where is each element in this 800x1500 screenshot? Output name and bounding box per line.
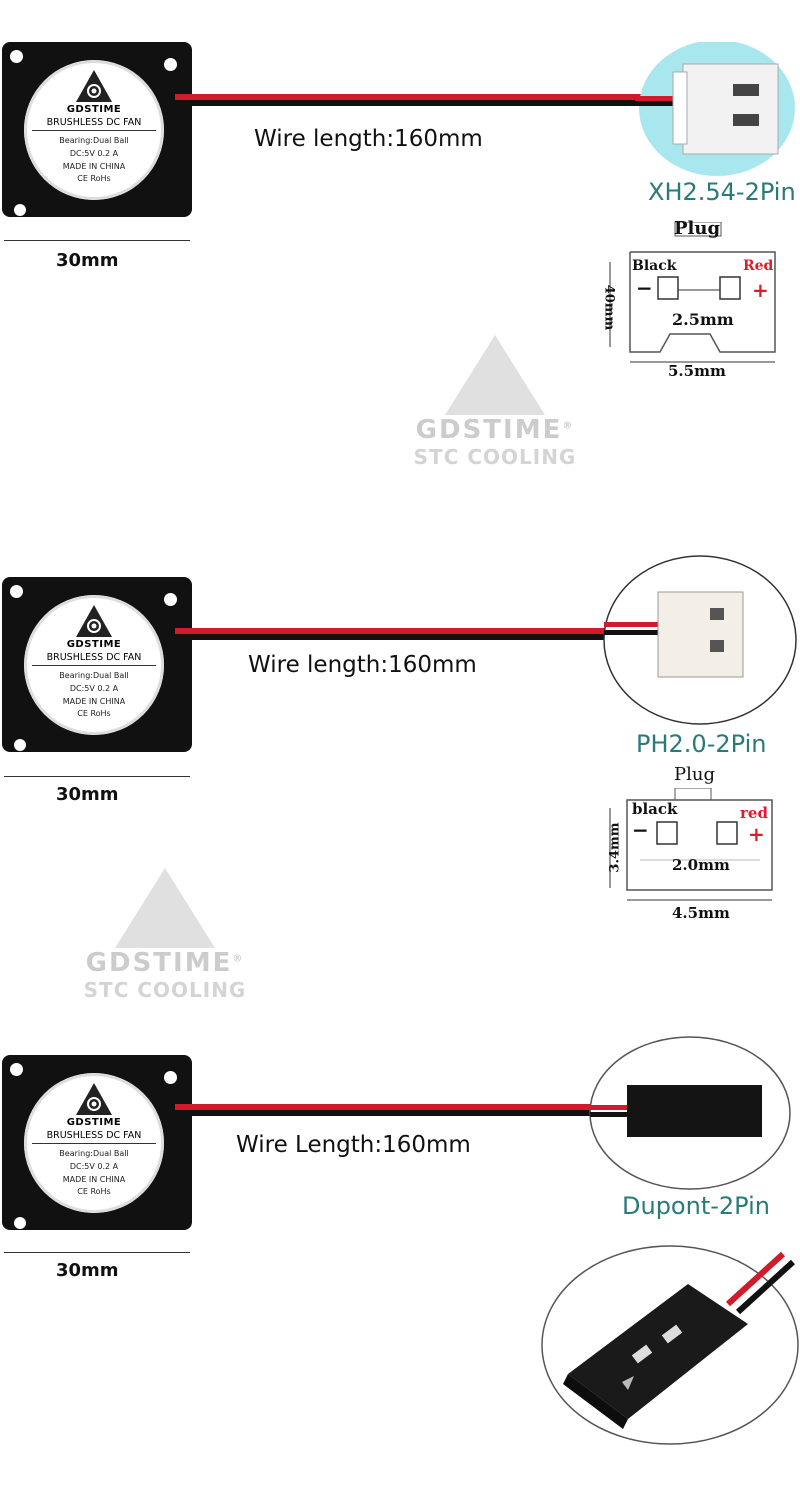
- fan-image: GDSTIME BRUSHLESS DC FAN Bearing:Dual Ba…: [2, 42, 192, 217]
- fan-bearing: Bearing:Dual Ball: [59, 1149, 129, 1158]
- fan-rating: DC:5V 0.2 A: [69, 684, 119, 693]
- fan-title: BRUSHLESS DC FAN: [32, 117, 156, 131]
- fan-wire: [175, 1104, 600, 1116]
- mount-hole: [10, 50, 23, 63]
- diagram-width: 5.5mm: [668, 362, 726, 380]
- mount-hole: [164, 593, 177, 606]
- watermark-sub: STC COOLING: [413, 445, 577, 469]
- wire-length-label: Wire Length:160mm: [236, 1132, 471, 1158]
- diagram-right-label: red: [740, 804, 768, 822]
- registered-mark: ®: [562, 420, 575, 432]
- connector-name: PH2.0-2Pin: [636, 730, 767, 758]
- fan-brand: GDSTIME: [66, 639, 122, 650]
- connector-name: XH2.54-2Pin: [648, 178, 796, 206]
- connector-name: Dupont-2Pin: [622, 1192, 770, 1220]
- fan-origin: MADE IN CHINA: [62, 1175, 126, 1184]
- mount-hole: [10, 1063, 23, 1076]
- fan-origin: MADE IN CHINA: [62, 162, 126, 171]
- diagram-right-label: Red: [743, 258, 774, 274]
- fan-image: GDSTIME BRUSHLESS DC FAN Bearing:Dual Ba…: [2, 577, 192, 752]
- diagram-left-label: Black: [632, 258, 677, 274]
- fan-bearing: Bearing:Dual Ball: [59, 671, 129, 680]
- diagram-title: Plug: [674, 218, 721, 239]
- watermark-brand: GDSTIME: [85, 948, 233, 978]
- diagram-drawing: [609, 788, 773, 901]
- fan-size-label: 30mm: [56, 1260, 119, 1281]
- connector-image: [635, 42, 795, 176]
- fan-label: GDSTIME BRUSHLESS DC FAN Bearing:Dual Ba…: [24, 1073, 164, 1213]
- diagram-drawing: [609, 222, 776, 363]
- mount-hole: [164, 1071, 177, 1084]
- mount-hole: [14, 739, 26, 751]
- watermark: GDSTIME® STC COOLING: [405, 335, 585, 469]
- minus-sign: −: [632, 818, 649, 842]
- fan-title: BRUSHLESS DC FAN: [32, 1130, 156, 1144]
- connector-image: [589, 1036, 791, 1190]
- fan-bearing: Bearing:Dual Ball: [59, 136, 129, 145]
- plus-sign: +: [752, 278, 769, 302]
- fan-origin: MADE IN CHINA: [62, 697, 126, 706]
- fan-label: GDSTIME BRUSHLESS DC FAN Bearing:Dual Ba…: [24, 595, 164, 735]
- watermark: GDSTIME® STC COOLING: [75, 868, 255, 1002]
- fan-title: BRUSHLESS DC FAN: [32, 652, 156, 666]
- connector-image: [603, 555, 797, 725]
- wire-length-label: Wire length:160mm: [254, 126, 483, 152]
- minus-sign: −: [636, 276, 653, 300]
- mount-hole: [10, 585, 23, 598]
- fan-size-label: 30mm: [56, 250, 119, 271]
- watermark-logo-icon: [115, 868, 215, 948]
- fan-brand: GDSTIME: [66, 1117, 122, 1128]
- fan-rating: DC:5V 0.2 A: [69, 149, 119, 158]
- fan-wire: [175, 94, 645, 106]
- diagram-pitch: 2.0mm: [672, 856, 730, 874]
- wire-length-label: Wire length:160mm: [248, 652, 477, 678]
- diagram-height: 3.4mm: [607, 822, 623, 873]
- watermark-logo-icon: [445, 335, 545, 415]
- dimension-line: [4, 776, 190, 777]
- mount-hole: [14, 204, 26, 216]
- diagram-title: Plug: [674, 764, 715, 785]
- fan-cert: CE RoHs: [77, 1187, 111, 1196]
- gdstime-logo-icon: [76, 1083, 112, 1115]
- diagram-pitch: 2.5mm: [672, 310, 734, 329]
- fan-label: GDSTIME BRUSHLESS DC FAN Bearing:Dual Ba…: [24, 60, 164, 200]
- diagram-width: 4.5mm: [672, 904, 730, 922]
- gdstime-logo-icon: [76, 70, 112, 102]
- gdstime-logo-icon: [76, 605, 112, 637]
- diagram-height: 40mm: [601, 284, 617, 331]
- fan-size-label: 30mm: [56, 784, 119, 805]
- registered-mark: ®: [232, 953, 245, 965]
- fan-wire: [175, 628, 605, 640]
- fan-cert: CE RoHs: [77, 709, 111, 718]
- fan-image: GDSTIME BRUSHLESS DC FAN Bearing:Dual Ba…: [2, 1055, 192, 1230]
- mount-hole: [14, 1217, 26, 1229]
- mount-hole: [164, 58, 177, 71]
- fan-cert: CE RoHs: [77, 174, 111, 183]
- dimension-line: [4, 240, 190, 241]
- fan-rating: DC:5V 0.2 A: [69, 1162, 119, 1171]
- dupont-connector-closeup: [541, 1245, 799, 1445]
- plus-sign: +: [748, 822, 765, 846]
- diagram-left-label: black: [632, 800, 678, 818]
- watermark-sub: STC COOLING: [83, 978, 247, 1002]
- dimension-line: [4, 1252, 190, 1253]
- watermark-brand: GDSTIME: [415, 415, 563, 445]
- fan-brand: GDSTIME: [66, 104, 122, 115]
